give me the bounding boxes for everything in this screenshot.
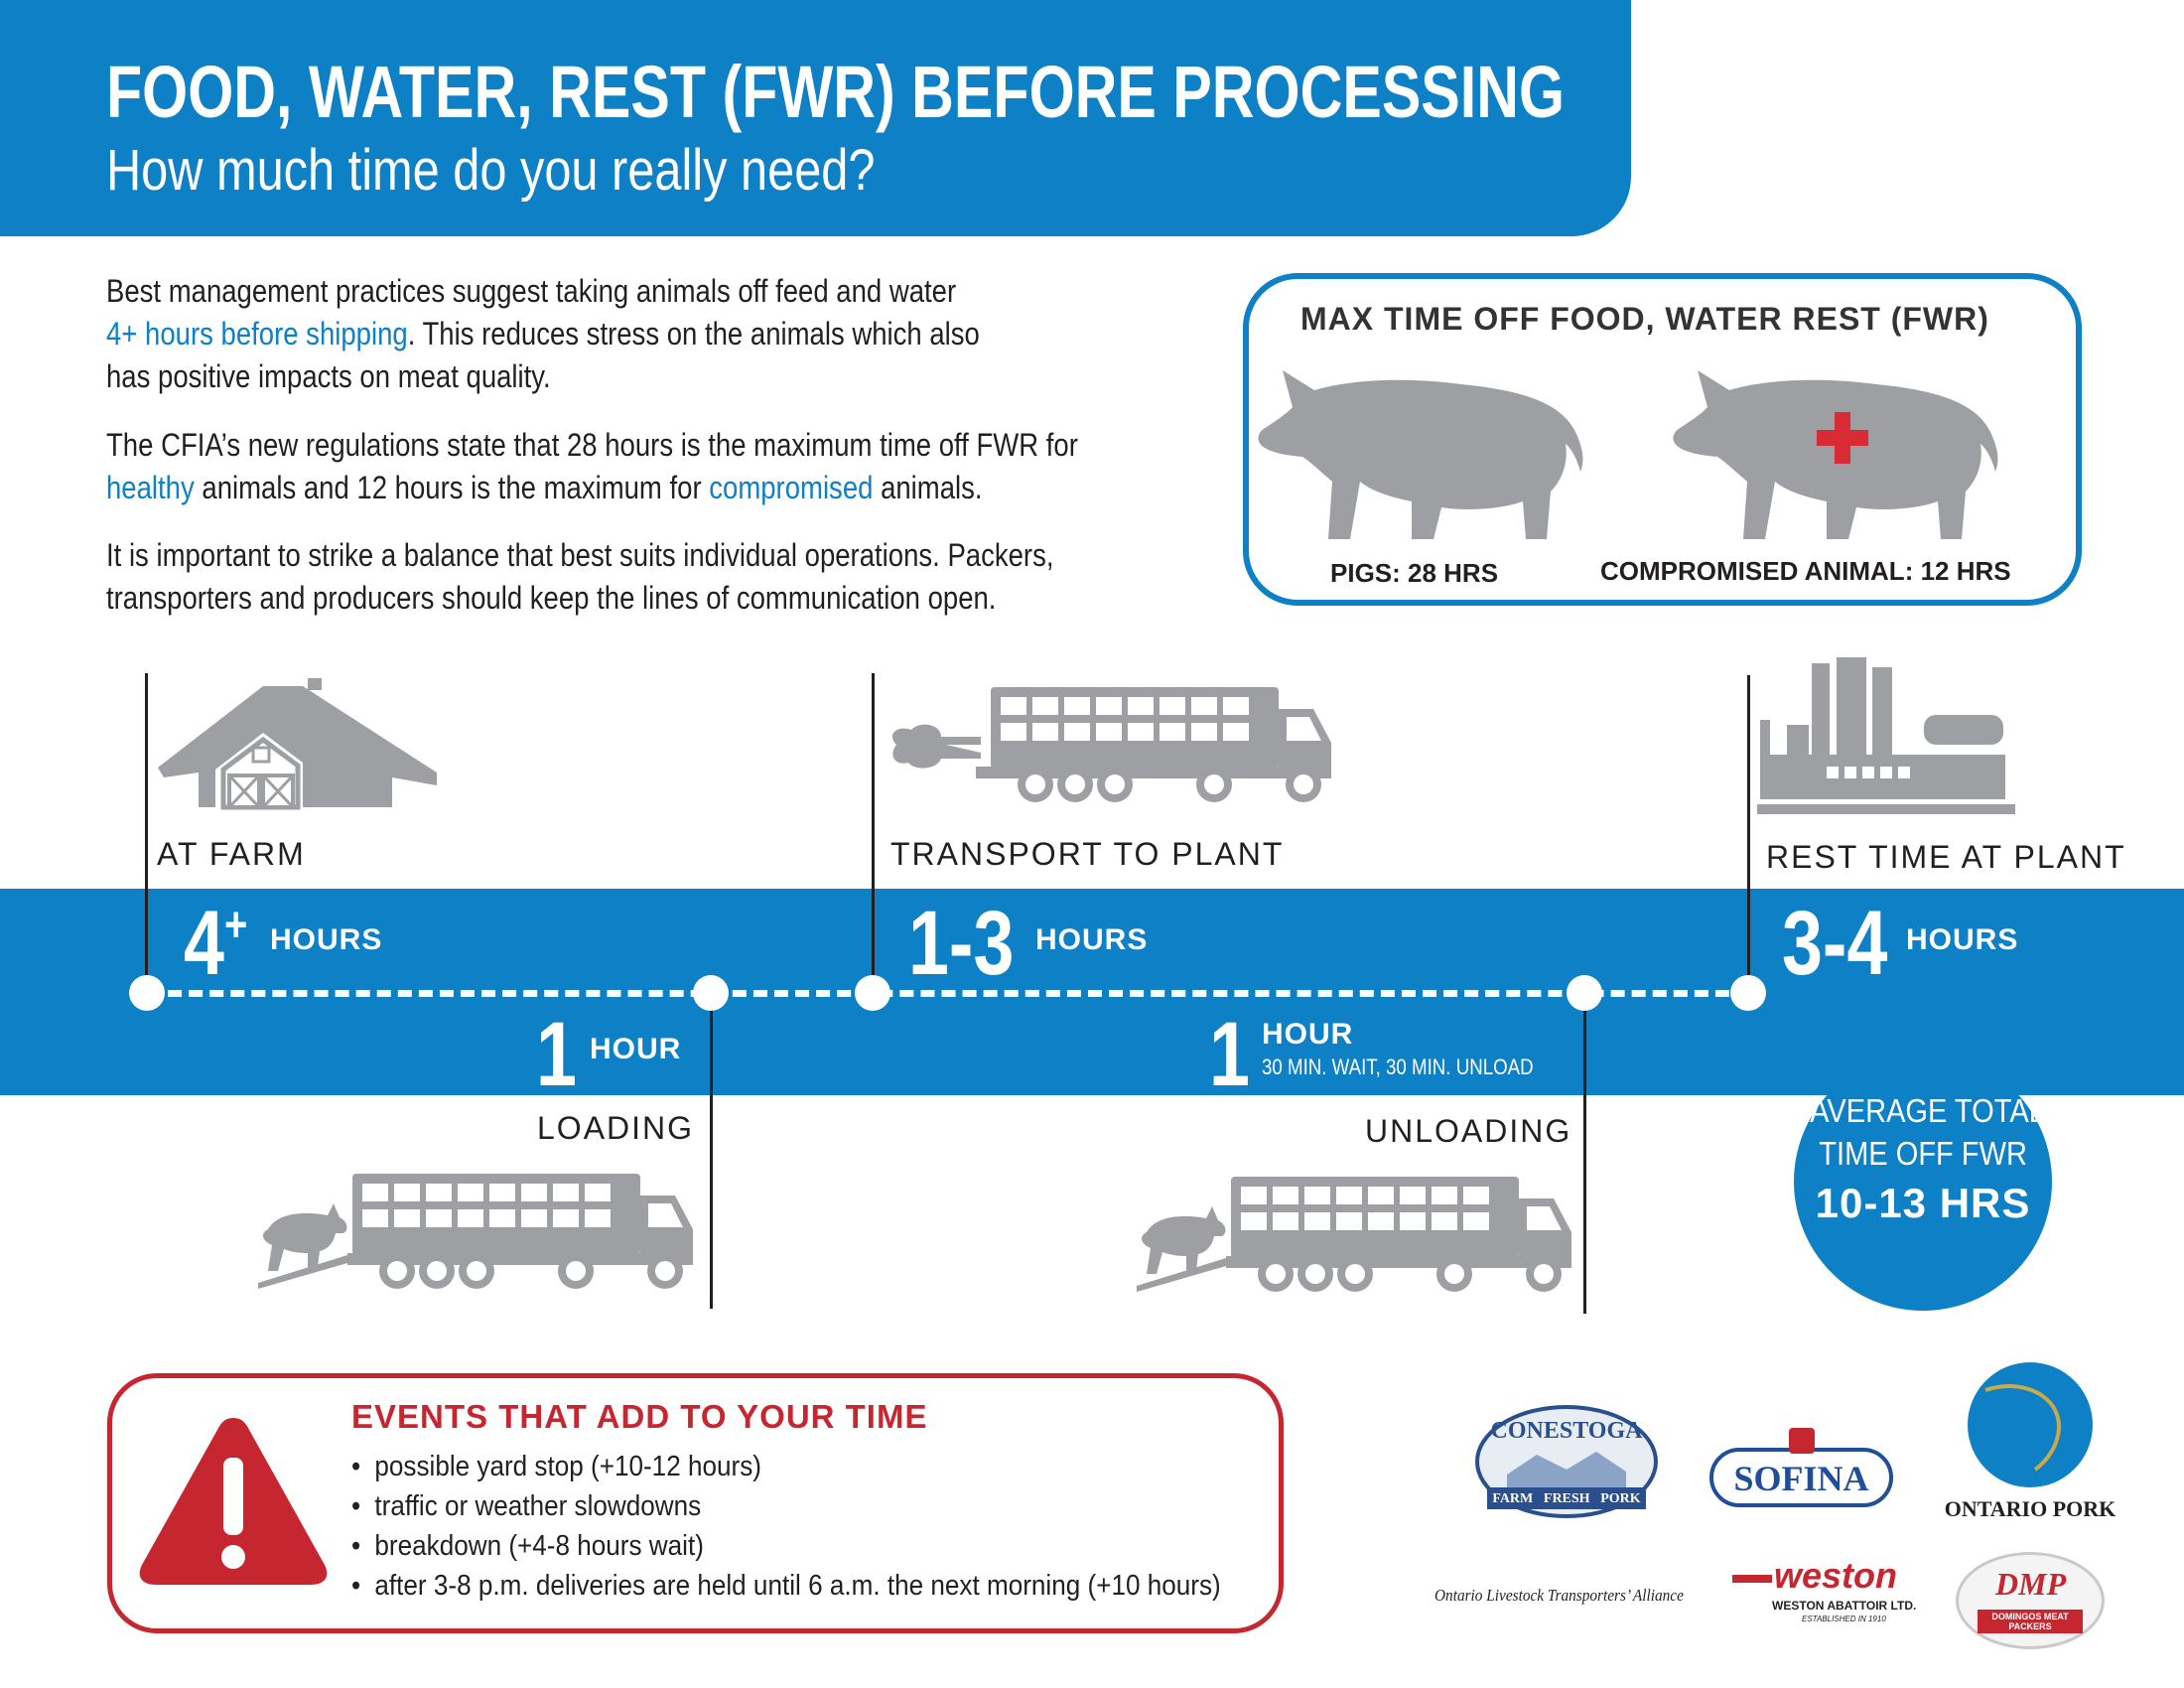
timeline-node bbox=[1567, 975, 1602, 1011]
timeline-marker-unloading bbox=[1583, 991, 1586, 1314]
stage-unit-farm: HOURS bbox=[270, 923, 383, 956]
average-text: TIME OFF FWR bbox=[1819, 1135, 2027, 1172]
weston-swoosh bbox=[1732, 1575, 1772, 1583]
average-total-circle bbox=[1794, 1053, 2052, 1311]
stage-unit-transport: HOURS bbox=[1035, 923, 1149, 956]
intro-highlight: 4+ hours before shipping bbox=[106, 316, 408, 352]
conestoga-logo: CONESTOGA FARM FRESH PORK bbox=[1467, 1400, 1666, 1524]
header-banner bbox=[0, 0, 1631, 236]
barn-icon bbox=[158, 678, 437, 810]
timeline-node bbox=[693, 975, 729, 1011]
intro-text: Best management practices suggest taking… bbox=[106, 273, 957, 309]
intro-highlight: healthy bbox=[106, 470, 195, 505]
conestoga-tag: PORK bbox=[1600, 1491, 1641, 1506]
conestoga-tag: FRESH bbox=[1543, 1491, 1590, 1506]
pig-icon bbox=[1258, 370, 1583, 539]
events-box bbox=[107, 1373, 1284, 1633]
conestoga-tagline: FARM FRESH PORK bbox=[1487, 1491, 1646, 1507]
events-item: breakdown (+4-8 hours wait) bbox=[351, 1530, 703, 1563]
intro-text: . This reduces stress on the animals whi… bbox=[407, 316, 980, 352]
events-title: EVENTS THAT ADD TO YOUR TIME bbox=[351, 1398, 928, 1435]
conestoga-badge-icon bbox=[1475, 1405, 1658, 1518]
ontario-pork-circle-icon bbox=[1968, 1362, 2093, 1487]
intro-paragraph-2: The CFIA’s new regulations state that 28… bbox=[106, 424, 1216, 509]
processing-plant-icon bbox=[1757, 657, 2015, 814]
dmp-name: DMP bbox=[1995, 1566, 2067, 1602]
dmp-sub: DOMINGOS MEAT PACKERS bbox=[1978, 1610, 2083, 1633]
intro-text: animals and 12 hours is the maximum for bbox=[194, 470, 710, 505]
weston-logo: weston WESTON ABATTOIR LTD. ESTABLISHED … bbox=[1732, 1555, 1936, 1628]
dmp-logo: DMP DOMINGOS MEAT PACKERS bbox=[1956, 1552, 2105, 1651]
compromised-pig-icon bbox=[1673, 370, 1998, 539]
intro-highlight: compromised bbox=[709, 470, 874, 505]
sofina-crest-icon bbox=[1789, 1428, 1815, 1454]
transport-truck-icon bbox=[891, 687, 1331, 802]
stage-value-rest: 3-4 bbox=[1782, 893, 1888, 994]
stage-sup: + bbox=[223, 897, 248, 952]
intro-text: has positive impacts on meat quality. bbox=[106, 358, 551, 394]
stage-label-loading: LOADING bbox=[537, 1110, 695, 1146]
stage-number: 4 bbox=[184, 893, 224, 994]
average-value: 10-13 HRS bbox=[1815, 1180, 2031, 1226]
timeline-node bbox=[855, 975, 890, 1011]
stage-label-farm: AT FARM bbox=[157, 836, 306, 872]
stage-value-loading: 1 bbox=[536, 1004, 577, 1105]
intro-text: animals. bbox=[873, 470, 983, 505]
stage-note-unloading: 30 MIN. WAIT, 30 MIN. UNLOAD bbox=[1262, 1055, 1534, 1079]
ontario-pork-name: ONTARIO PORK bbox=[1944, 1496, 2116, 1521]
weston-sub: WESTON ABATTOIR LTD. bbox=[1772, 1599, 1917, 1613]
weston-name: weston bbox=[1774, 1555, 1898, 1596]
stage-value-unloading: 1 bbox=[1209, 1004, 1250, 1105]
conestoga-name: CONESTOGA bbox=[1490, 1418, 1643, 1444]
weston-est: ESTABLISHED IN 1910 bbox=[1802, 1615, 1886, 1623]
timeline-marker-loading bbox=[710, 991, 713, 1309]
events-item: traffic or weather slowdowns bbox=[351, 1490, 701, 1523]
max-time-box bbox=[1243, 273, 2082, 606]
pig-max-label: PIGS: 28 HRS bbox=[1330, 558, 1499, 588]
compromised-max-label: COMPROMISED ANIMAL: 12 HRS bbox=[1600, 556, 2011, 586]
loading-truck-icon bbox=[258, 1174, 693, 1289]
intro-text: The CFIA’s new regulations state that 28… bbox=[106, 427, 1078, 463]
warning-icon bbox=[139, 1418, 328, 1585]
timeline-marker-rest bbox=[1747, 675, 1750, 991]
sofina-logo: SOFINA bbox=[1709, 1428, 1893, 1507]
stage-label-rest: REST TIME AT PLANT bbox=[1766, 839, 2126, 875]
timeline-node bbox=[129, 975, 165, 1011]
page-subtitle: How much time do you really need? bbox=[106, 138, 876, 203]
events-item: possible yard stop (+10-12 hours) bbox=[351, 1451, 761, 1483]
stage-label-transport: TRANSPORT TO PLANT bbox=[890, 836, 1285, 872]
timeline-dashed-line bbox=[147, 990, 1750, 997]
red-cross-icon bbox=[1817, 412, 1868, 464]
timeline-marker-farm bbox=[145, 673, 148, 991]
intro-paragraph-3: It is important to strike a balance that… bbox=[106, 534, 1216, 620]
ontario-pork-logo: ONTARIO PORK bbox=[1936, 1360, 2124, 1524]
average-line-1: AVERAGE TOTAL bbox=[1794, 1092, 2052, 1130]
timeline-node bbox=[1730, 975, 1766, 1011]
intro-text: transporters and producers should keep t… bbox=[106, 580, 997, 616]
average-text: AVERAGE TOTAL bbox=[1810, 1092, 2045, 1129]
stage-value-transport: 1-3 bbox=[908, 893, 1015, 994]
max-time-title: MAX TIME OFF FOOD, WATER REST (FWR) bbox=[1300, 301, 1989, 337]
stage-unit-unloading: HOUR bbox=[1262, 1018, 1354, 1051]
sofina-name: SOFINA bbox=[1733, 1459, 1869, 1498]
stage-label-unloading: UNLOADING bbox=[1365, 1113, 1572, 1149]
oltra-logo-text: Ontario Livestock Transporters’ Alliance bbox=[1434, 1586, 1684, 1605]
stage-value-farm: 4+ bbox=[184, 892, 247, 996]
unloading-truck-icon bbox=[1137, 1177, 1571, 1292]
events-item: after 3-8 p.m. deliveries are held until… bbox=[351, 1570, 1221, 1603]
page-title: FOOD, WATER, REST (FWR) BEFORE PROCESSIN… bbox=[106, 51, 1566, 133]
stage-unit-loading: HOUR bbox=[590, 1033, 682, 1065]
average-line-2: TIME OFF FWR bbox=[1794, 1135, 2052, 1173]
intro-paragraph-1: Best management practices suggest taking… bbox=[106, 270, 1216, 398]
conestoga-tag: FARM bbox=[1492, 1491, 1534, 1506]
intro-text: It is important to strike a balance that… bbox=[106, 537, 1054, 573]
stage-unit-rest: HOURS bbox=[1906, 923, 2019, 956]
timeline-marker-transport bbox=[872, 673, 875, 991]
